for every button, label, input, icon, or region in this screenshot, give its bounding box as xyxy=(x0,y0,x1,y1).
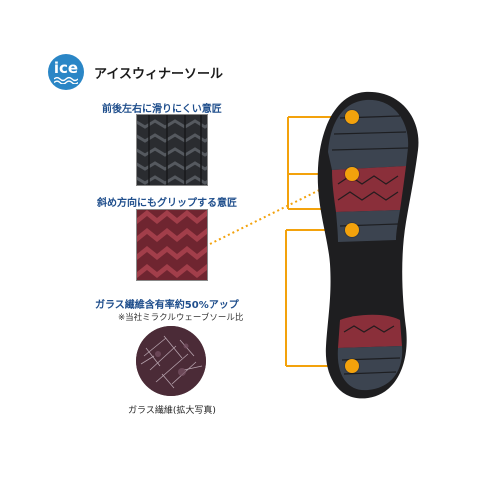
feature-label-diagonal: 斜め方向にもグリップする意匠 xyxy=(97,198,237,209)
tread-closeup-photo-2 xyxy=(136,209,208,281)
wave-icon xyxy=(54,76,78,84)
ice-badge-icon: ice xyxy=(48,54,84,90)
callout-dot-front xyxy=(345,110,359,124)
callout-dot-diagonal xyxy=(345,167,359,181)
comparison-note: ※当社ミラクルウェーブソール比 xyxy=(118,313,244,323)
feature-label-glass-fiber: ガラス繊維含有率約50%アップ xyxy=(95,300,239,311)
callout-dot-arch xyxy=(345,223,359,237)
glass-fiber-caption: ガラス繊維(拡大写真) xyxy=(128,406,216,416)
tread-closeup-photo-1 xyxy=(136,114,208,186)
shoe-sole-illustration xyxy=(317,91,419,399)
glass-fiber-magnified-photo xyxy=(136,326,206,396)
callout-dot-heel xyxy=(345,359,359,373)
callout-bracket-upper xyxy=(287,116,352,210)
feature-label-front-back: 前後左右に滑りにくい意匠 xyxy=(102,104,222,115)
badge-text: ice xyxy=(53,59,79,77)
sole-name-title: アイスウィナーソール xyxy=(94,67,223,82)
